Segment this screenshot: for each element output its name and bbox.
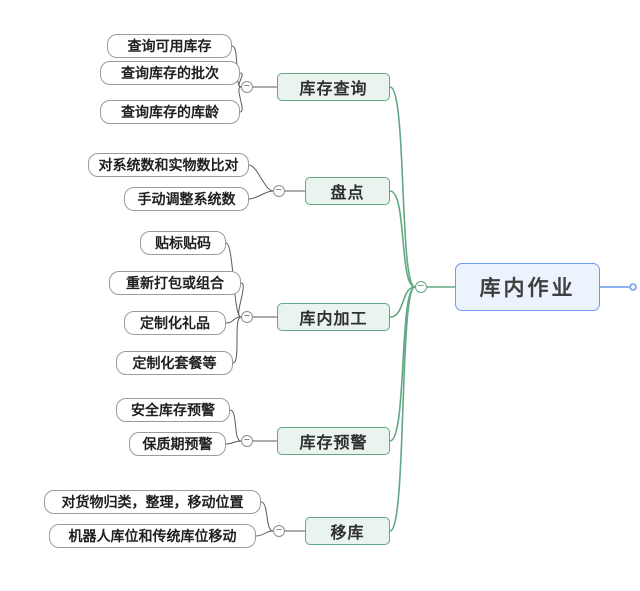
leaf-node[interactable]: 安全库存预警 xyxy=(116,398,230,422)
connector xyxy=(225,440,242,445)
connector xyxy=(255,530,274,537)
minus-glyph: − xyxy=(243,433,251,446)
connector xyxy=(225,316,242,324)
branch-node-stocktaking[interactable]: 盘点 xyxy=(305,177,390,205)
connector xyxy=(248,164,274,192)
connector xyxy=(389,286,416,442)
leaf-node[interactable]: 对货物归类，整理，移动位置 xyxy=(44,490,261,514)
leaf-node[interactable]: 机器人库位和传统库位移动 xyxy=(49,524,256,548)
collapse-icon[interactable]: − xyxy=(273,183,285,197)
root-node[interactable]: 库内作业 xyxy=(455,263,600,311)
collapse-icon[interactable]: − xyxy=(415,279,427,293)
collapse-icon[interactable]: − xyxy=(241,309,253,323)
collapse-icon[interactable]: − xyxy=(273,523,285,537)
branch-node-relocation[interactable]: 移库 xyxy=(305,517,390,545)
leaf-node[interactable]: 对系统数和实物数比对 xyxy=(88,153,249,177)
connector xyxy=(238,282,244,318)
connector xyxy=(229,409,242,442)
leaf-node[interactable]: 查询库存的库龄 xyxy=(100,100,240,124)
connector xyxy=(389,86,416,288)
connector-end-dot xyxy=(629,283,637,291)
leaf-node[interactable]: 定制化套餐等 xyxy=(116,351,233,375)
minus-glyph: − xyxy=(275,183,283,196)
leaf-node[interactable]: 查询库存的批次 xyxy=(100,61,240,85)
collapse-icon[interactable]: − xyxy=(241,433,253,447)
minus-glyph: − xyxy=(417,279,425,292)
leaf-node[interactable]: 重新打包或组合 xyxy=(109,271,241,295)
connector xyxy=(248,190,274,200)
branch-node-warehouse-processing[interactable]: 库内加工 xyxy=(277,303,390,331)
leaf-node[interactable]: 手动调整系统数 xyxy=(124,187,249,211)
branch-node-inventory-alert[interactable]: 库存预警 xyxy=(277,427,390,455)
branch-node-inventory-query[interactable]: 库存查询 xyxy=(277,73,390,101)
leaf-node[interactable]: 贴标贴码 xyxy=(140,231,226,255)
connector xyxy=(232,316,242,364)
connector xyxy=(238,72,243,88)
leaf-node[interactable]: 定制化礼品 xyxy=(124,311,226,335)
minus-glyph: − xyxy=(275,523,283,536)
connector xyxy=(389,286,416,318)
connector xyxy=(389,190,416,288)
leaf-node[interactable]: 保质期预警 xyxy=(129,432,226,456)
connector xyxy=(260,501,274,532)
leaf-node[interactable]: 查询可用库存 xyxy=(107,34,232,58)
minus-glyph: − xyxy=(243,309,251,322)
collapse-icon[interactable]: − xyxy=(241,79,253,93)
connector xyxy=(389,286,416,532)
connector xyxy=(238,86,243,113)
minus-glyph: − xyxy=(243,79,251,92)
